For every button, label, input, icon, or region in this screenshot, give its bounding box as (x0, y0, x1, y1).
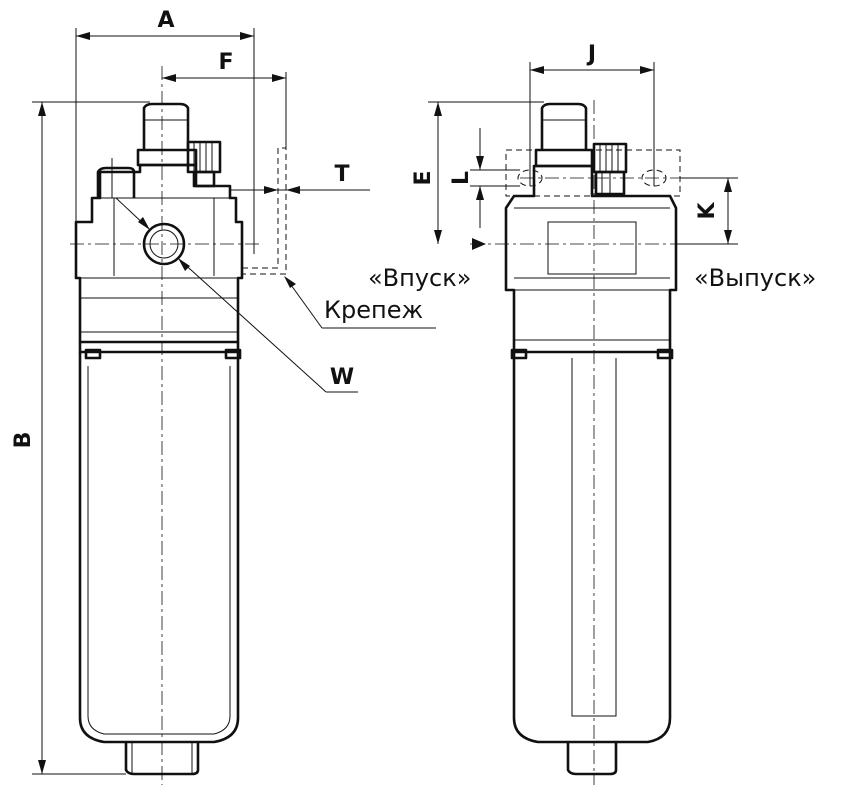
dim-e-label: E (411, 170, 436, 185)
right-dimensions (428, 62, 738, 250)
left-dimensions (32, 28, 436, 775)
left-drain (124, 742, 200, 776)
right-top-port (540, 102, 588, 150)
dim-w-label: W (330, 365, 354, 390)
mount-label: Крепеж (324, 296, 423, 324)
inlet-label: «Впуск» (368, 264, 471, 292)
right-view (470, 100, 720, 785)
dim-j-label: J (586, 42, 596, 67)
right-adjust-knob (592, 142, 628, 174)
right-bowl (512, 352, 672, 744)
dim-k-label: K (695, 202, 720, 220)
right-head-body (504, 164, 678, 354)
outlet-label: «Выпуск» (694, 264, 816, 292)
top-port (142, 102, 190, 150)
left-bowl (78, 352, 240, 744)
right-drain (566, 742, 618, 776)
right-bracket (505, 149, 681, 197)
dim-b-label: B (11, 432, 36, 449)
dim-t-label: T (334, 162, 349, 187)
dim-l-label: L (449, 171, 474, 185)
dim-f-label: F (218, 50, 233, 75)
left-head-body (74, 163, 244, 344)
dim-a-label: A (157, 8, 174, 33)
adjust-knob (186, 140, 222, 174)
mounting-bracket (242, 147, 287, 275)
